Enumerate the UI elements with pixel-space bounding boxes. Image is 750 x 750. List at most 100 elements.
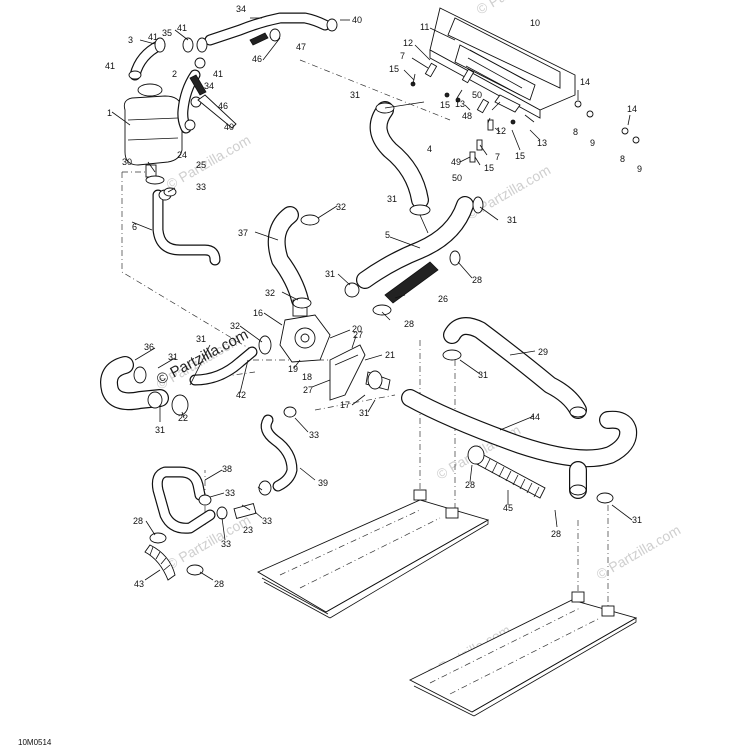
callout-32b: 32: [265, 288, 275, 298]
callout-6: 6: [132, 222, 137, 232]
callout-31f: 31: [168, 352, 178, 362]
callout-31b: 31: [387, 194, 397, 204]
callout-33a: 33: [196, 182, 206, 192]
hose-clamps: [128, 18, 614, 576]
callout-34b: 34: [204, 81, 214, 91]
callout-49: 49: [451, 157, 461, 167]
callout-43: 43: [134, 579, 144, 589]
callout-38: 38: [222, 464, 232, 474]
callout-33c: 33: [225, 488, 235, 498]
callout-8b: 8: [620, 154, 625, 164]
callout-8a: 8: [573, 127, 578, 137]
callout-labels: 1 2 3 4 5 6 7 7 8 8 9 9 10 11 12 12 13 1…: [105, 4, 642, 589]
callout-4: 4: [427, 144, 432, 154]
callout-9a: 9: [590, 138, 595, 148]
callout-46a: 46: [252, 54, 262, 64]
callout-31e: 31: [196, 334, 206, 344]
callout-16: 16: [253, 308, 263, 318]
callout-21: 21: [385, 350, 395, 360]
callout-31c: 31: [507, 215, 517, 225]
callout-48: 48: [462, 111, 472, 121]
callout-17: 17: [340, 400, 350, 410]
callout-25: 25: [196, 160, 206, 170]
callout-29: 29: [538, 347, 548, 357]
callout-47: 47: [296, 42, 306, 52]
callout-1: 1: [107, 108, 112, 118]
callout-30: 30: [122, 157, 132, 167]
callout-18: 18: [302, 372, 312, 382]
fan-fasteners: [410, 62, 516, 163]
callout-27a: 27: [353, 330, 363, 340]
callout-42: 42: [236, 390, 246, 400]
callout-28d: 28: [551, 529, 561, 539]
callout-13a: 13: [455, 99, 465, 109]
corrugated-sleeves: [144, 261, 546, 581]
callout-15d: 15: [484, 163, 494, 173]
callout-44: 44: [530, 412, 540, 422]
callout-31j: 31: [632, 515, 642, 525]
callout-5: 5: [385, 230, 390, 240]
radiator-plate-right: [409, 591, 638, 717]
callout-50b: 50: [452, 173, 462, 183]
callout-41b: 41: [148, 32, 158, 42]
callout-39: 39: [318, 478, 328, 488]
callout-40a: 40: [352, 15, 362, 25]
callout-28c: 28: [465, 480, 475, 490]
callout-35: 35: [162, 28, 172, 38]
callout-31a: 31: [350, 90, 360, 100]
callout-15b: 15: [440, 100, 450, 110]
callout-28e: 28: [133, 516, 143, 526]
callout-11: 11: [420, 22, 429, 32]
diagram-code: 10M0514: [18, 738, 52, 747]
callout-28f: 28: [214, 579, 224, 589]
callout-33d: 33: [262, 516, 272, 526]
callout-12b: 12: [496, 126, 506, 136]
hose-network: [100, 12, 638, 534]
callout-28b: 28: [404, 319, 414, 329]
callout-41a: 41: [177, 23, 187, 33]
callout-14a: 14: [580, 77, 590, 87]
callout-41c: 41: [105, 61, 115, 71]
callout-37: 37: [238, 228, 248, 238]
callout-7b: 7: [495, 152, 500, 162]
callout-40b: 40: [224, 122, 234, 132]
leader-lines: [111, 17, 633, 581]
callout-32c: 32: [230, 321, 240, 331]
callout-28a: 28: [472, 275, 482, 285]
callout-3: 3: [128, 35, 133, 45]
callout-33b: 33: [309, 430, 319, 440]
svg-text:© Partzilla.com: © Partzilla.com: [464, 162, 554, 223]
callout-12a: 12: [403, 38, 413, 48]
callout-2: 2: [172, 69, 177, 79]
callout-46b: 46: [218, 101, 228, 111]
callout-36: 36: [144, 342, 154, 352]
callout-26: 26: [438, 294, 448, 304]
callout-15c: 15: [515, 151, 525, 161]
callout-32a: 32: [336, 202, 346, 212]
callout-41d: 41: [213, 69, 223, 79]
coolant-reservoir: [123, 83, 183, 185]
callout-33e: 33: [221, 539, 231, 549]
callout-15a: 15: [389, 64, 399, 74]
callout-7a: 7: [400, 51, 405, 61]
callout-34a: 34: [236, 4, 246, 14]
callout-31g: 31: [155, 425, 165, 435]
callout-24: 24: [177, 150, 187, 160]
callout-19: 19: [288, 364, 298, 374]
callout-31h: 31: [359, 408, 369, 418]
svg-text:© Partzilla.com: © Partzilla.com: [474, 0, 564, 18]
callout-20: 20: [352, 324, 362, 334]
callout-22: 22: [178, 413, 188, 423]
callout-31d: 31: [325, 269, 335, 279]
callout-14b: 14: [627, 104, 637, 114]
callout-31i: 31: [478, 370, 488, 380]
callout-45: 45: [503, 503, 513, 513]
fan-assembly: [429, 7, 640, 144]
callout-9b: 9: [637, 164, 642, 174]
radiator-plate-left: [257, 489, 490, 619]
callout-10: 10: [530, 18, 540, 28]
callout-13b: 13: [537, 138, 547, 148]
svg-text:© Partzilla.com: © Partzilla.com: [594, 522, 684, 583]
callout-50a: 50: [472, 90, 482, 100]
